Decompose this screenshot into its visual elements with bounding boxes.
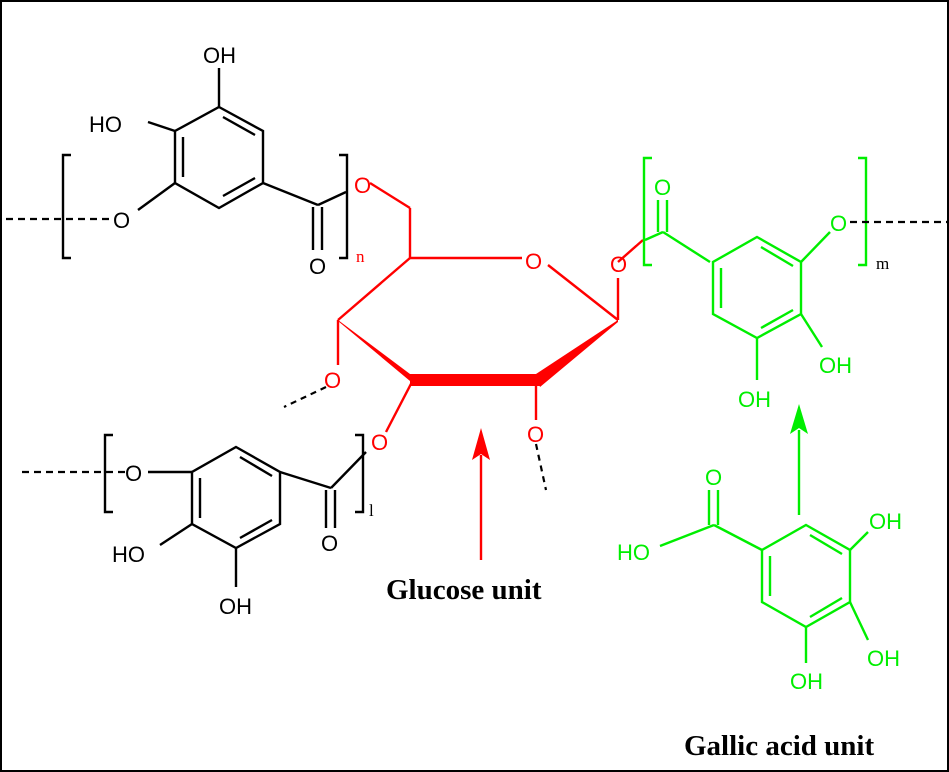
right-right-bracket [858, 156, 868, 267]
bottom-ho-bond [159, 522, 193, 547]
subscript-n: n [356, 247, 365, 266]
gallic-oh-right-label: OH [867, 646, 900, 671]
c6-o-label: O [354, 173, 371, 198]
gallic-ho-bond [659, 523, 715, 548]
glucose-unit-label: Glucose unit [386, 574, 542, 606]
top-left-bracket [61, 153, 71, 260]
top-ester-o-bond [137, 182, 176, 211]
top-acyl-bond [262, 181, 319, 207]
top-right-bracket [339, 153, 349, 260]
bottom-left-bracket [103, 433, 113, 514]
bottom-gallate-ring [190, 445, 282, 550]
gallic-oh-top-bond [849, 531, 869, 551]
subscript-m: m [876, 254, 889, 273]
right-acyl-ring-bond [662, 230, 711, 264]
bottom-oh-label: OH [219, 594, 252, 619]
glucose-arrow-head [472, 428, 490, 460]
gallic-oh-right-bond [848, 601, 870, 641]
right-left-bracket [642, 156, 652, 267]
c6-o-bond [369, 181, 411, 210]
subscript-l: l [369, 501, 374, 520]
c3-o-bond [384, 379, 415, 433]
top-oh-label: OH [203, 43, 236, 68]
glucose-wedge-bottom [410, 374, 540, 386]
gallic-oh-bottom-label: OH [790, 669, 823, 694]
right-gallate-group [642, 156, 868, 380]
gallic-acyl-bond [713, 523, 763, 552]
c1-o-label: O [610, 252, 627, 277]
bottom-carbonyl-o-label: O [321, 531, 338, 556]
ring-o-label: O [525, 249, 542, 274]
c1-o-ester-bond [617, 239, 644, 263]
gallic-acid-group [659, 490, 870, 663]
top-ester-o-label: O [113, 208, 130, 233]
top-ho-label: HO [89, 112, 122, 137]
right-ester-o-bond [800, 231, 831, 263]
top-gallate-ring [173, 105, 265, 210]
gallic-ho-label: HO [617, 540, 650, 565]
c4-dashed-bond [283, 386, 327, 408]
glucose-wedge-right [536, 320, 618, 387]
c2-o-label: O [527, 422, 544, 447]
right-gallate-ring [711, 235, 803, 340]
right-oh-bottom-label: OH [738, 387, 771, 412]
right-oh-bond [799, 313, 824, 348]
c5-c4-bond [337, 257, 411, 321]
ring-o-c1-bond [547, 264, 619, 321]
right-oh-label: OH [819, 353, 852, 378]
right-acyl-o-bond [644, 230, 664, 242]
c3-o-label: O [371, 430, 388, 455]
gallic-acid-ring [760, 523, 852, 629]
top-gallate-group [61, 68, 349, 260]
bottom-gallate-group [103, 433, 367, 587]
c2-dashed-bond [534, 443, 548, 491]
top-ho-bond [147, 120, 176, 133]
right-carbonyl-o-label: O [654, 175, 671, 200]
glucose-wedge-left [338, 320, 416, 386]
gallic-arrow-head [790, 404, 808, 434]
right-ester-o-label: O [830, 211, 847, 236]
gallic-acid-unit-label: Gallic acid unit [684, 730, 874, 762]
bottom-ho-label: HO [112, 542, 145, 567]
gallic-carbonyl-o-label: O [705, 465, 722, 490]
bottom-acyl-bond [279, 470, 332, 490]
c4-o-label: O [324, 368, 341, 393]
gallic-oh-top-label: OH [869, 509, 902, 534]
bottom-ester-o-label: O [125, 461, 142, 486]
glucose-group [336, 181, 644, 433]
bottom-right-bracket [355, 433, 365, 514]
top-carbonyl-o-label: O [309, 254, 326, 279]
